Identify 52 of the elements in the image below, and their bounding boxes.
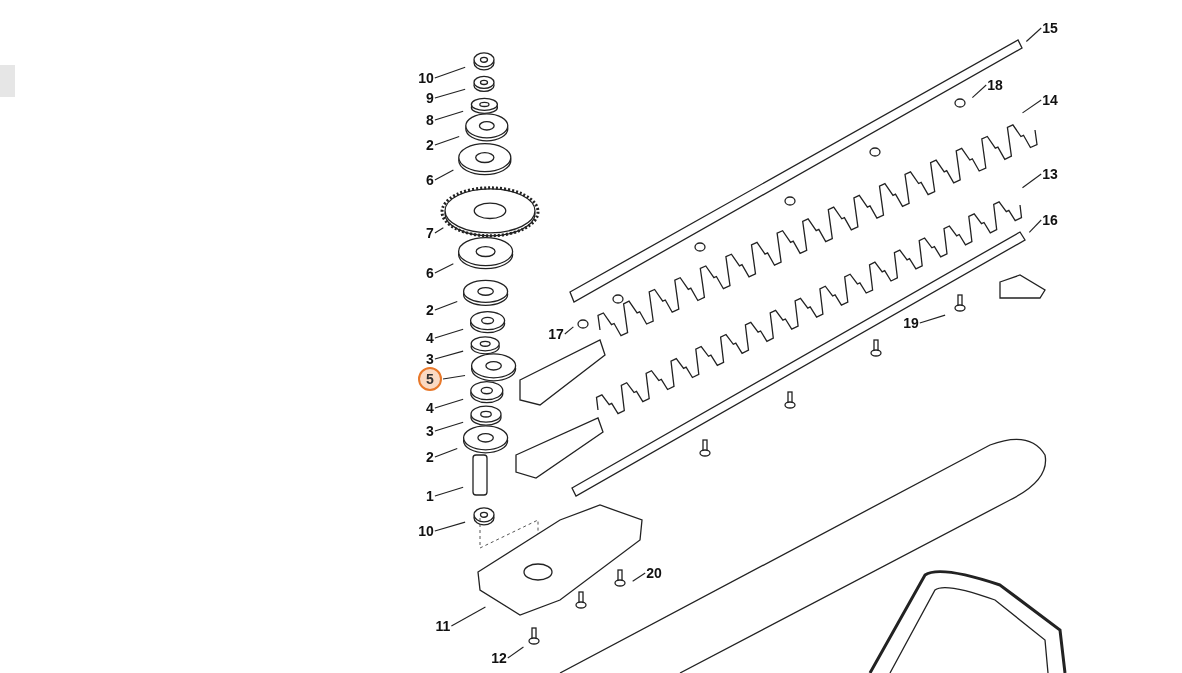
callout-number: 17 xyxy=(548,326,564,342)
callout-number: 1 xyxy=(426,488,434,504)
callout-number: 4 xyxy=(426,330,434,346)
callout-number: 3 xyxy=(426,351,434,367)
leader-line xyxy=(564,326,574,335)
leader-line xyxy=(434,88,466,99)
leader-line xyxy=(1021,173,1042,189)
callout-number: 9 xyxy=(426,90,434,106)
callout-number: 6 xyxy=(426,172,434,188)
leader-line xyxy=(507,646,524,659)
leader-line xyxy=(434,169,454,181)
leader-line xyxy=(434,398,464,409)
callout-number: 13 xyxy=(1042,166,1058,182)
callout-number: 5 xyxy=(418,367,442,391)
leader-line xyxy=(442,374,466,380)
callout-number: 20 xyxy=(646,565,662,581)
callout-number: 3 xyxy=(426,423,434,439)
callout-number: 15 xyxy=(1042,20,1058,36)
leader-line xyxy=(919,314,946,324)
leader-line xyxy=(450,606,486,627)
callout-number: 19 xyxy=(903,315,919,331)
callout-number: 11 xyxy=(435,618,451,634)
leader-line xyxy=(434,328,464,339)
leader-line xyxy=(434,486,464,497)
leader-line xyxy=(434,110,464,121)
callout-number: 2 xyxy=(426,137,434,153)
callout-number: 14 xyxy=(1042,92,1058,108)
callout-number: 18 xyxy=(987,77,1003,93)
leader-line xyxy=(434,227,444,234)
leader-line xyxy=(434,521,466,532)
leader-line xyxy=(1025,27,1042,43)
leader-line xyxy=(1028,219,1042,233)
callout-number: 6 xyxy=(426,265,434,281)
callout-number: 2 xyxy=(426,449,434,465)
callout-number: 2 xyxy=(426,302,434,318)
leader-line xyxy=(434,66,466,79)
callout-number: 10 xyxy=(418,523,434,539)
leader-line xyxy=(632,572,646,582)
callout-number: 16 xyxy=(1042,212,1058,228)
leader-line xyxy=(434,447,458,458)
callout-number: 7 xyxy=(426,225,434,241)
callout-number: 4 xyxy=(426,400,434,416)
leader-line xyxy=(971,84,987,99)
leader-line xyxy=(434,421,464,432)
leader-line xyxy=(434,300,458,311)
callout-number: 8 xyxy=(426,112,434,128)
leader-line xyxy=(434,350,464,360)
leader-line xyxy=(434,135,460,146)
callout-number: 12 xyxy=(491,650,507,666)
leader-line xyxy=(1022,99,1042,114)
callout-number: 10 xyxy=(418,70,434,86)
leader-line xyxy=(434,263,454,274)
